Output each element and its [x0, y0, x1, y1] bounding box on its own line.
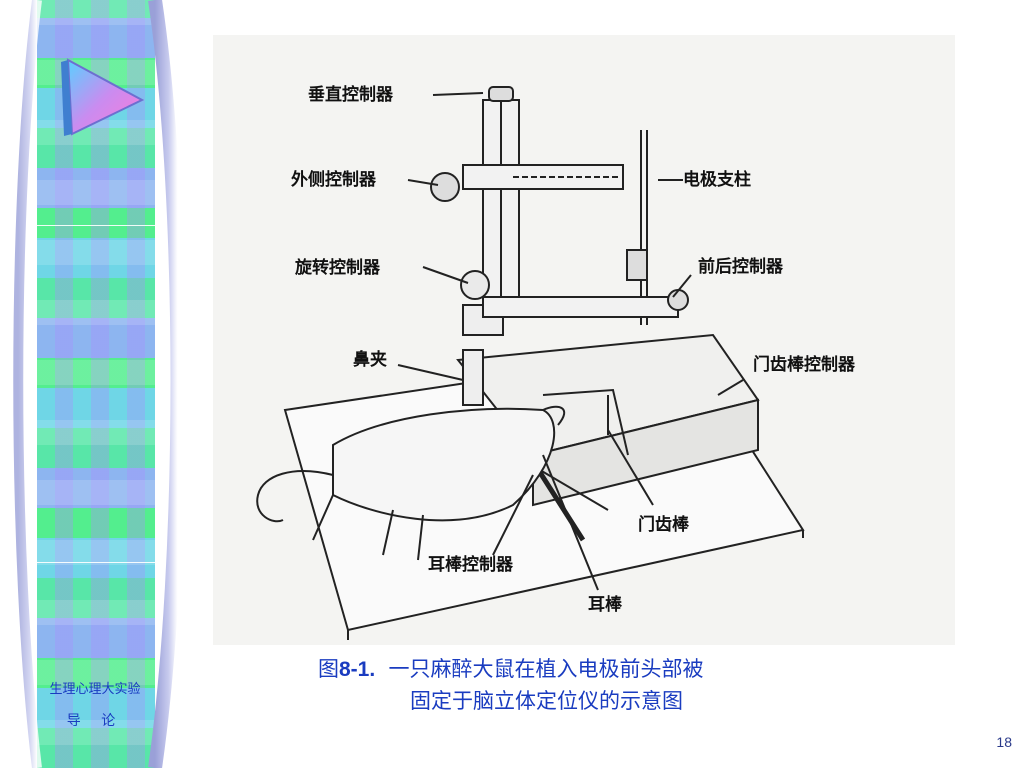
label-incisor-bar-controller: 门齿棒控制器: [753, 354, 856, 375]
label-lateral-controller: 外侧控制器: [291, 169, 377, 190]
course-title: 生理心理大实验: [49, 682, 141, 697]
label-ear-bar-controller: 耳棒控制器: [428, 554, 514, 575]
stereotaxic-drawing: 垂直控制器 外侧控制器 电极支柱 旋转控制器 前后控制器 鼻夹 门齿棒控制器 门…: [256, 84, 856, 640]
page-number: 18: [996, 734, 1012, 750]
stereotaxic-figure: 垂直控制器 外侧控制器 电极支柱 旋转控制器 前后控制器 鼻夹 门齿棒控制器 门…: [213, 35, 955, 645]
caption-text-1: 一只麻醉大鼠在植入电极前头部被: [388, 657, 704, 681]
label-nose-clamp: 鼻夹: [353, 349, 387, 370]
figure-caption-line1: 图8-1. 一只麻醉大鼠在植入电极前头部被: [318, 653, 878, 683]
caption-number: 8-1.: [339, 658, 376, 681]
sidebar-divider: [37, 562, 155, 563]
label-vertical-controller: 垂直控制器: [308, 84, 394, 105]
label-incisor-bar: 门齿棒: [638, 514, 690, 535]
sidebar-decoration: [37, 0, 155, 768]
label-rotation-controller: 旋转控制器: [294, 257, 381, 278]
label-electrode-post: 电极支柱: [683, 169, 751, 190]
sidebar-curve: [0, 0, 200, 768]
caption-prefix: 图: [318, 657, 339, 681]
triangle-logo-icon: [61, 58, 145, 136]
label-ear-bar: 耳棒: [588, 594, 623, 615]
label-ap-controller: 前后控制器: [698, 256, 784, 277]
figure-caption-line2: 固定于脑立体定位仪的示意图: [410, 689, 683, 713]
section-title: 导 论: [66, 713, 124, 729]
sidebar-divider: [37, 225, 155, 226]
